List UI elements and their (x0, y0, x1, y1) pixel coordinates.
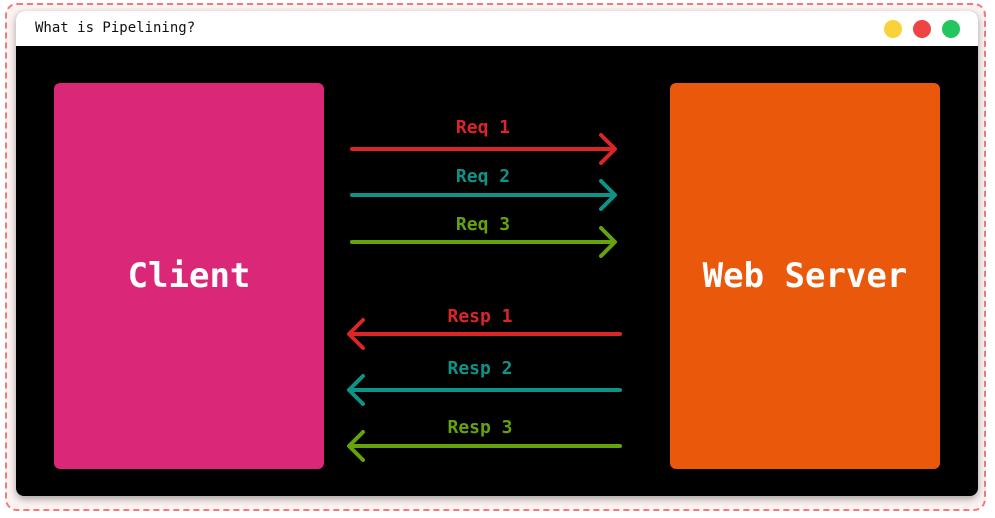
response-head-3 (347, 430, 365, 462)
close-dot-icon (913, 20, 931, 38)
response-head-1 (347, 318, 365, 350)
maximize-dot-icon (942, 20, 960, 38)
request-label-2: Req 2 (456, 166, 510, 187)
client-box: Client (54, 83, 324, 469)
client-label: Client (127, 256, 251, 296)
minimize-dot-icon (884, 20, 902, 38)
request-head-3 (599, 226, 617, 258)
request-head-2 (599, 179, 617, 211)
window-title: What is Pipelining? (35, 20, 196, 36)
response-head-2 (347, 374, 365, 406)
title-bar: What is Pipelining? (16, 11, 978, 46)
web-server-box: Web Server (670, 83, 940, 469)
request-head-1 (599, 133, 617, 165)
response-label-3: Resp 3 (447, 417, 512, 438)
web-server-label: Web Server (702, 256, 908, 296)
response-label-2: Resp 2 (447, 358, 512, 379)
response-arrow-2: Resp 2 (347, 358, 622, 406)
response-label-1: Resp 1 (447, 306, 512, 327)
request-label-1: Req 1 (456, 117, 510, 138)
response-arrow-3: Resp 3 (347, 417, 622, 462)
request-label-3: Req 3 (456, 214, 510, 235)
request-arrow-3: Req 3 (350, 214, 617, 258)
window: What is Pipelining? Client Web Server Re… (16, 11, 978, 496)
request-arrow-2: Req 2 (350, 166, 617, 211)
request-arrow-1: Req 1 (350, 117, 617, 165)
arrows-layer: Req 1 Req 2 Req 3 Resp 1 Resp 2 Resp 3 (347, 117, 622, 462)
response-arrow-1: Resp 1 (347, 306, 622, 350)
